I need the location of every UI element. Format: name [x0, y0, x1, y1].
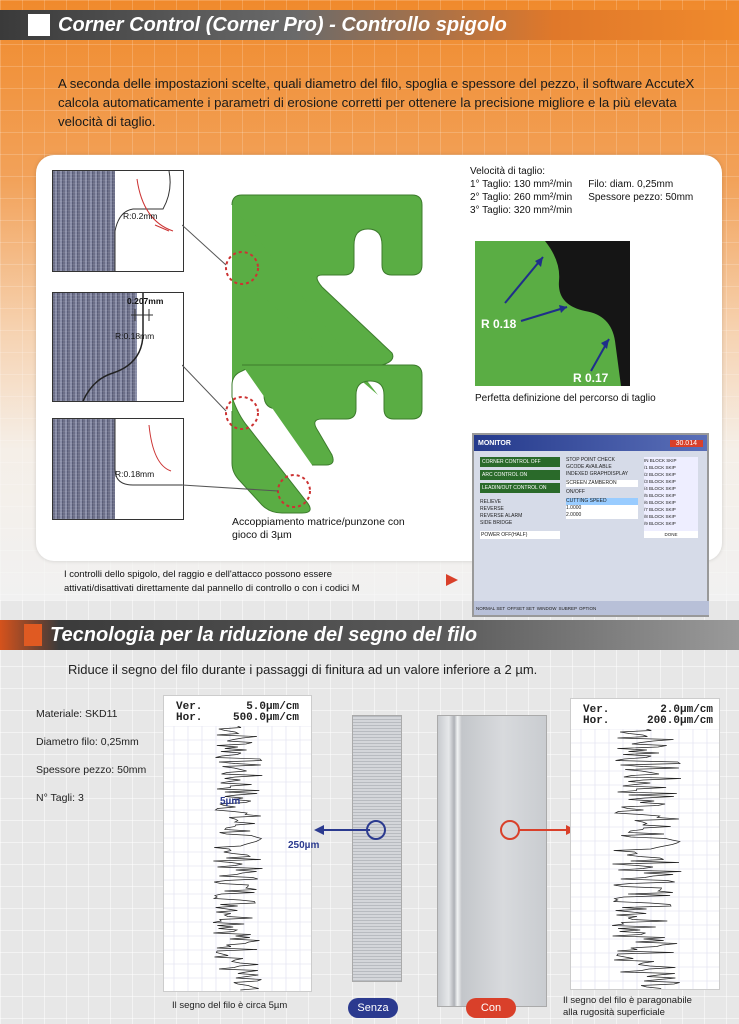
- wire-strip-with: [437, 715, 547, 1007]
- inset-profile-3: [114, 419, 183, 486]
- section1-intro: A seconda delle impostazioni scelte, qua…: [58, 76, 695, 129]
- workpiece-shape: [182, 194, 423, 514]
- comparison-arrows: [314, 820, 576, 840]
- punch-caption: Accoppiamento matrice/punzone con gioco …: [232, 516, 405, 541]
- caption-without: Il segno del filo è circa 5µm: [172, 1000, 288, 1011]
- tab-subrep[interactable]: SUBREP: [558, 605, 578, 611]
- cutting-speed-block: Velocità di taglio: 1° Taglio: 130 mm²/m…: [470, 165, 693, 217]
- spec-thickness: Spessore pezzo: 50mm: [36, 764, 147, 776]
- radius-label: R:0.2mm: [123, 211, 158, 221]
- monitor-titlebar: MONITOR 30.014: [474, 435, 707, 451]
- speed-cut2: 2° Taglio: 260 mm²/min: [470, 192, 573, 203]
- wire-diameter: Filo: diam. 0,25mm: [588, 179, 674, 190]
- corner-control-button[interactable]: CORNER CONTROL OFF: [480, 457, 560, 467]
- speed-cut1: 1° Taglio: 130 mm²/min: [470, 179, 573, 190]
- controls-note: I controlli dello spigolo, del raggio e …: [64, 569, 360, 594]
- spec-wire: Diametro filo: 0,25mm: [36, 736, 139, 748]
- section1-heading: Corner Control (Corner Pro) - Controllo …: [0, 10, 739, 40]
- piece-thickness: Spessore pezzo: 50mm: [588, 192, 694, 203]
- tab-option[interactable]: OPTION: [579, 605, 597, 611]
- speed-title: Velocità di taglio:: [470, 166, 546, 177]
- radius-r017: R 0.17: [573, 371, 609, 385]
- micrograph-image: [53, 293, 137, 401]
- micrograph-image: [53, 171, 115, 271]
- monitor-title: MONITOR: [478, 439, 511, 447]
- monitor-mid: STOP POINT CHECK GCODE AVAILABLE INDEXED…: [566, 457, 638, 519]
- annotation-5um: 5µm: [220, 796, 241, 807]
- spec-material: Materiale: SKD11: [36, 708, 118, 720]
- done-button[interactable]: DONE: [644, 531, 698, 538]
- leadin-control-button[interactable]: LEADIN/OUT CONTROL ON: [480, 483, 560, 493]
- arc-control-button[interactable]: ARC CONTROL ON: [480, 470, 560, 480]
- tab-window[interactable]: WINDOW: [536, 605, 557, 611]
- roughness-chart-with: Ver. Hor. 2.0µm/cm 200.0µm/cm: [570, 698, 720, 990]
- roughness-chart-without: Ver. Hor. 5.0µm/cm 500.0µm/cm 5µm 250µm: [163, 695, 319, 992]
- trace-line: [612, 729, 682, 989]
- spec-cuts: N° Tagli: 3: [36, 792, 84, 804]
- chart-scale-labels: Ver. Hor.: [176, 701, 203, 724]
- power-off-field[interactable]: POWER OFF(HALF): [480, 531, 560, 539]
- monitor-options: RELIEVE REVERSE REVERSE ALARM SIDE BRIDG…: [480, 499, 523, 526]
- pill-without: Senza: [348, 998, 398, 1018]
- closeup-shape: [475, 241, 621, 386]
- tab-normal-set[interactable]: NORMAL SET: [476, 605, 506, 611]
- annotation-250um: 250µm: [288, 840, 320, 851]
- speed-cut3: 3° Taglio: 320 mm²/min: [470, 205, 573, 216]
- monitor-skip-list: IN BLOCK SKIP /1 BLOCK SKIP /2 BLOCK SKI…: [644, 457, 698, 538]
- arrow-right-icon: [446, 574, 458, 586]
- monitor-counter: 30.014: [669, 439, 703, 447]
- caption-with: Il segno del filo è paragonabile alla ru…: [563, 995, 692, 1018]
- pill-with: Con: [466, 998, 516, 1018]
- inset-corner-3: R:0.18mm: [52, 418, 184, 520]
- control-panel-screenshot: MONITOR 30.014 CORNER CONTROL OFF ARC CO…: [472, 433, 709, 617]
- wire-strip-without: [352, 715, 402, 982]
- inset-corner-1: R:0.2mm: [52, 170, 184, 272]
- section2-heading: Tecnologia per la riduzione del segno de…: [0, 620, 739, 650]
- section1-title: Corner Control (Corner Pro) - Controllo …: [58, 13, 507, 36]
- width-label: 0.207mm: [127, 296, 164, 306]
- chart-scale-values: 2.0µm/cm 200.0µm/cm: [646, 704, 713, 727]
- closeup-caption: Perfetta definizione del percorso di tag…: [475, 393, 656, 404]
- tab-offset-set[interactable]: OFFSET SET: [507, 605, 535, 611]
- radius-label: R:0.18mm: [115, 331, 155, 341]
- section2-intro: Riduce il segno del filo durante i passa…: [68, 662, 538, 677]
- screen-field[interactable]: SCREEN ZAMBERON: [566, 480, 638, 487]
- heading-square-icon: [28, 14, 50, 36]
- radius-r018: R 0.18: [481, 317, 517, 331]
- chart-scale-labels: Ver. Hor.: [583, 704, 610, 727]
- inset-profile-2: [82, 293, 153, 401]
- monitor-bottom-tabs: NORMAL SET OFFSET SET WINDOW SUBREP OPTI…: [474, 601, 709, 615]
- radius-label: R:0.18mm: [115, 469, 155, 479]
- monitor-left-buttons: CORNER CONTROL OFF ARC CONTROL ON LEADIN…: [480, 457, 560, 539]
- closeup-image: R 0.18 R 0.17: [475, 241, 630, 386]
- inset-profile-1: [114, 171, 174, 271]
- heading-square-icon: [24, 624, 42, 646]
- inset-corner-2: 0.207mm R:0.18mm: [52, 292, 184, 402]
- micrograph-image: [53, 419, 115, 519]
- section2-title: Tecnologia per la riduzione del segno de…: [50, 623, 478, 646]
- roughness-trace: [164, 726, 311, 991]
- roughness-trace: [571, 729, 719, 989]
- trace-line: [212, 726, 263, 991]
- chart-scale-values: 5.0µm/cm 500.0µm/cm: [232, 701, 299, 724]
